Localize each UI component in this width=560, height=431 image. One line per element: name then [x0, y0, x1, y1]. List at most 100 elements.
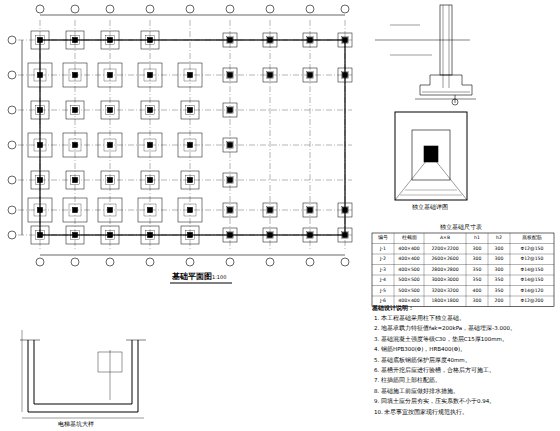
footing-outline: [63, 198, 87, 222]
table-cell: 300: [473, 247, 482, 252]
column-mark: [343, 233, 348, 238]
footing-outline: [181, 226, 199, 244]
axis-bubble: [186, 5, 194, 13]
column-mark: [228, 108, 233, 113]
notes-heading: 基础设计说明：: [372, 306, 414, 312]
table-cell: 2800×2800: [431, 268, 458, 273]
grid-axis: [270, 20, 271, 250]
axis-bubble: [306, 5, 314, 13]
grid-axis: [110, 20, 111, 250]
dimension-line: [22, 40, 23, 235]
footing-step: [184, 139, 196, 151]
footing-step: [227, 72, 234, 79]
footing-step: [146, 176, 155, 185]
footing-outline: [138, 198, 162, 222]
footing-step: [36, 106, 45, 115]
footing-outline: [66, 101, 84, 119]
footing-step: [144, 69, 156, 81]
footing-outline: [66, 171, 84, 189]
plan-grid: [8, 5, 352, 266]
detail-title: 电梯基坑大样: [58, 421, 94, 427]
grid-axis: [310, 20, 311, 250]
column-mark: [108, 38, 113, 43]
title-underline: [170, 283, 232, 284]
column-mark: [343, 208, 348, 213]
column-mark: [228, 73, 233, 78]
footing-outline: [303, 68, 317, 82]
column-section: [375, 5, 476, 105]
column-mark: [148, 108, 153, 113]
footing-step: [104, 69, 116, 81]
design-note: 4. 钢筋HPB300(Φ)，HRB400(Φ)。: [374, 347, 466, 353]
footing-outline: [101, 101, 119, 119]
grid-axis: [18, 110, 352, 111]
footing-step: [36, 231, 45, 240]
footing-step: [342, 207, 349, 214]
footing-outline: [223, 228, 237, 242]
footing-step: [146, 231, 155, 240]
column-mark: [108, 143, 113, 148]
table-rule: [394, 233, 395, 307]
footing-step: [227, 142, 234, 149]
column-mark: [148, 208, 153, 213]
axis-bubble: [266, 258, 274, 266]
column-mark: [73, 178, 78, 183]
column-mark: [38, 208, 43, 213]
column-mark: [73, 38, 78, 43]
footing-outline: [66, 226, 84, 244]
footing-step: [104, 139, 116, 151]
design-note: 8. 基础施工前应做好排水措施。: [374, 389, 459, 395]
column-mark: [188, 73, 193, 78]
footing-outline: [223, 103, 237, 117]
axis-bubble: [71, 5, 79, 13]
table-cell: 1800×1800: [431, 299, 458, 304]
column-mark: [38, 73, 43, 78]
design-note: 10. 未尽事宜按国家现行规范执行。: [374, 410, 469, 416]
column-mark: [308, 73, 313, 78]
column-mark: [73, 73, 78, 78]
column-mark: [148, 73, 153, 78]
footing-step: [184, 204, 196, 216]
column-mark: [108, 208, 113, 213]
footing-step: [71, 231, 80, 240]
column-mark: [268, 73, 273, 78]
column-mark: [308, 208, 313, 213]
table-cell: 300: [495, 257, 504, 262]
footing-plan-detail: [395, 112, 467, 200]
footing-outline: [141, 101, 159, 119]
footing-outline: [31, 101, 49, 119]
column-mark: [188, 233, 193, 238]
footing-step: [106, 106, 115, 115]
column-mark: [228, 38, 233, 43]
footing-step: [227, 177, 234, 184]
footing-step: [36, 36, 45, 45]
footing-outline: [98, 198, 122, 222]
table-cell: J-4: [380, 278, 386, 283]
footing-outline: [101, 31, 119, 49]
column-mark: [188, 208, 193, 213]
footing-step: [227, 107, 234, 114]
footing-step: [34, 139, 46, 151]
footing-outline: [181, 171, 199, 189]
footing-outline: [338, 203, 352, 217]
footing-outline: [263, 33, 277, 47]
column-mark: [188, 178, 193, 183]
footing-step: [307, 207, 314, 214]
table-cell: h2: [496, 236, 502, 241]
table-cell: 400×400: [398, 299, 419, 304]
footing-step: [267, 232, 274, 239]
footing-outline: [263, 203, 277, 217]
design-note: 2. 地基承载力特征值fak=200kPa，基础埋深-3.000。: [374, 326, 516, 332]
table-cell: J-6: [380, 299, 386, 304]
axis-bubble: [8, 36, 16, 44]
axis-bubble: [226, 5, 234, 13]
column-mark: [268, 38, 273, 43]
column-mark: [148, 178, 153, 183]
table-cell: Φ14@120: [521, 289, 544, 294]
footing-step: [184, 69, 196, 81]
column-mark: [38, 143, 43, 148]
footing-step: [227, 207, 234, 214]
axis-bubble: [146, 5, 154, 13]
footing-outline: [28, 63, 52, 87]
table-cell: 400×400: [398, 257, 419, 262]
